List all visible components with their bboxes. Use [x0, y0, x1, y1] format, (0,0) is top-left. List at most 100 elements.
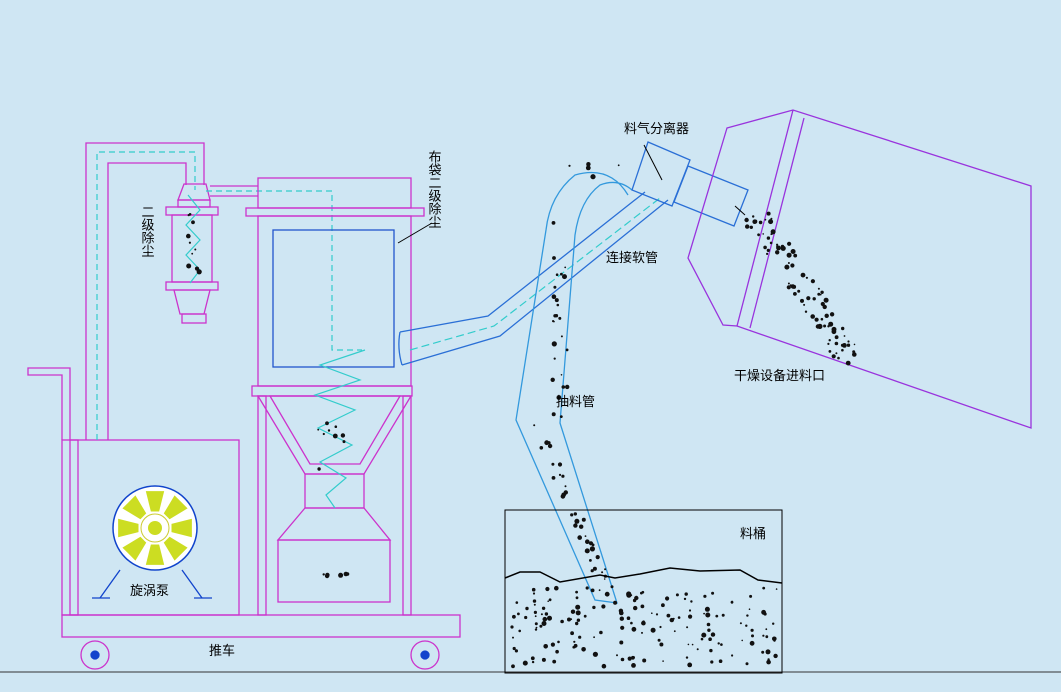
- particle: [550, 377, 555, 382]
- hose-flow: [409, 197, 661, 351]
- label-pump: 旋涡泵: [130, 584, 169, 599]
- particle: [515, 601, 519, 604]
- particle: [820, 290, 824, 294]
- particle: [685, 656, 689, 659]
- particle: [547, 615, 552, 621]
- particle: [773, 639, 776, 642]
- particle: [540, 613, 543, 616]
- particle: [744, 217, 749, 223]
- particle: [561, 385, 566, 389]
- particle: [551, 221, 556, 225]
- cart-handle: [27, 367, 71, 440]
- particle: [751, 634, 754, 638]
- particle: [575, 610, 581, 616]
- particle: [810, 314, 815, 319]
- particle: [768, 219, 774, 225]
- particle: [691, 643, 694, 646]
- particle: [793, 253, 798, 258]
- particle: [334, 425, 338, 429]
- particle: [706, 622, 711, 627]
- particle: [834, 341, 839, 346]
- particle: [563, 490, 568, 495]
- particle: [575, 604, 581, 610]
- particle: [539, 624, 543, 628]
- particle: [589, 559, 592, 562]
- particle: [589, 546, 596, 552]
- particle: [533, 603, 536, 606]
- particle: [705, 612, 711, 618]
- particle: [803, 303, 806, 306]
- particle: [749, 594, 753, 598]
- particle: [588, 541, 594, 546]
- impeller-blade: [171, 518, 192, 538]
- particle: [709, 648, 713, 653]
- particle: [773, 653, 778, 659]
- particle: [708, 637, 712, 641]
- particle: [570, 631, 574, 636]
- particle: [534, 622, 538, 626]
- particle: [551, 462, 555, 466]
- particle: [583, 614, 587, 618]
- particle: [797, 289, 801, 293]
- particle: [593, 636, 595, 639]
- particle: [555, 273, 559, 277]
- particle: [673, 630, 676, 633]
- particle: [790, 284, 796, 289]
- particle: [810, 279, 816, 284]
- particle: [553, 357, 556, 360]
- particle: [565, 384, 570, 390]
- particle: [553, 320, 555, 323]
- particle: [672, 617, 675, 620]
- particle: [533, 424, 536, 427]
- particle: [574, 518, 580, 524]
- particle: [553, 314, 557, 318]
- particle: [687, 662, 693, 668]
- particle: [746, 614, 749, 617]
- particle: [659, 625, 662, 629]
- particle: [560, 374, 563, 376]
- particle: [703, 594, 707, 598]
- impeller-blade: [122, 536, 147, 561]
- particle: [641, 631, 643, 634]
- impeller-blade: [118, 518, 139, 538]
- particle: [665, 596, 670, 601]
- particle: [642, 658, 647, 663]
- particle: [191, 252, 194, 255]
- particle: [317, 428, 320, 431]
- particle: [710, 632, 716, 637]
- impeller-blade: [163, 536, 188, 561]
- particle: [752, 219, 757, 224]
- particle: [805, 276, 809, 279]
- connecting-hose: [398, 191, 669, 366]
- particle: [518, 629, 521, 633]
- cyclone-link-pipe: [210, 185, 258, 197]
- particle: [191, 220, 195, 225]
- particle: [340, 433, 346, 438]
- particle: [710, 660, 714, 664]
- particle: [739, 622, 742, 625]
- particle: [539, 446, 544, 450]
- particle: [620, 625, 625, 630]
- particle: [535, 626, 538, 629]
- particle: [834, 335, 839, 340]
- particle: [584, 548, 590, 554]
- suction-pipe: [515, 171, 633, 604]
- label-suction-pipe: 抽料管: [556, 395, 595, 410]
- particle: [541, 657, 546, 662]
- particle: [551, 476, 556, 480]
- particle: [776, 243, 779, 246]
- particle: [766, 659, 771, 665]
- filter-bag: [272, 229, 395, 368]
- particle: [700, 637, 704, 641]
- particle: [554, 585, 559, 591]
- particle: [542, 616, 548, 622]
- particle: [613, 600, 618, 605]
- particle: [553, 285, 557, 289]
- particle: [815, 324, 821, 329]
- particle: [764, 218, 767, 221]
- particle: [817, 287, 820, 290]
- particle: [547, 443, 553, 449]
- particle: [345, 572, 350, 576]
- particle: [633, 656, 635, 659]
- particle: [762, 233, 764, 235]
